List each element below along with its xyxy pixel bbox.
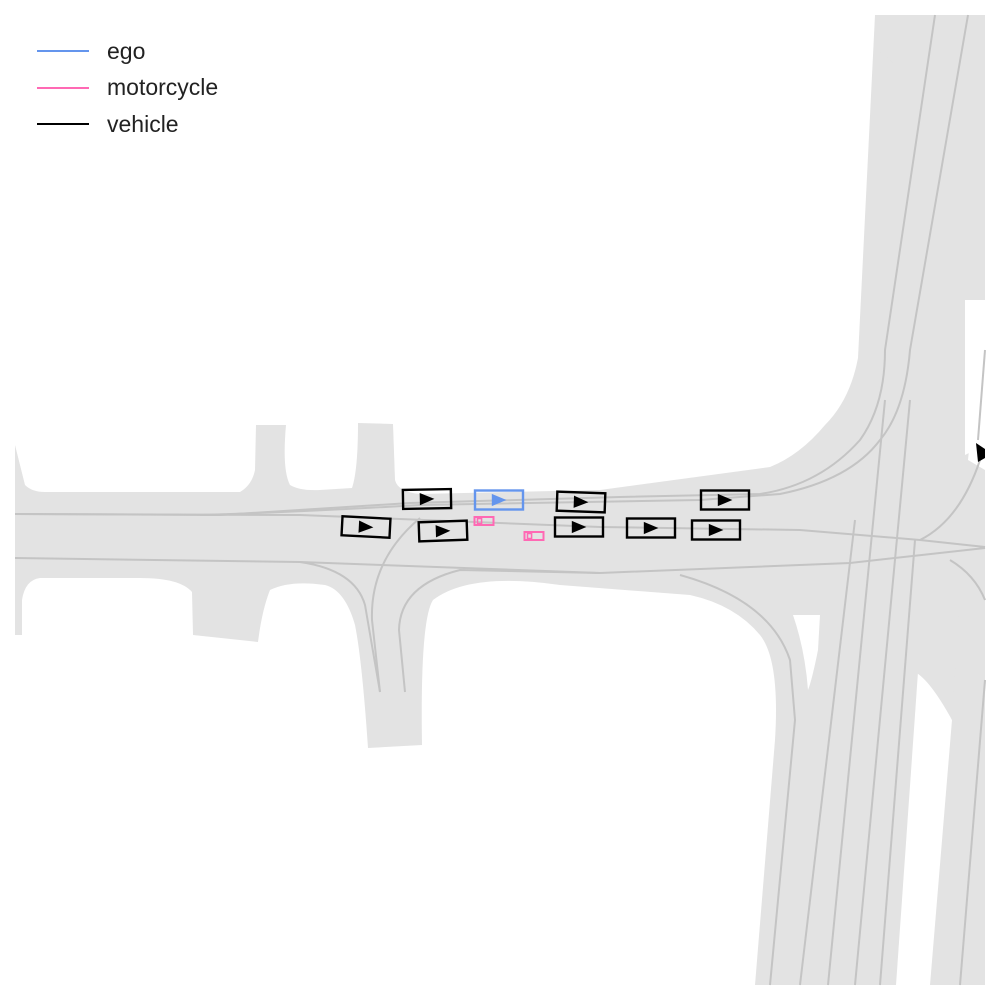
legend-item-motorcycle: motorcycle — [37, 70, 218, 107]
vehicle-agent — [690, 519, 742, 541]
vehicle-heading-arrow — [419, 493, 435, 506]
vehicle-box — [625, 517, 677, 539]
ego-heading-arrow — [491, 493, 507, 507]
vehicle-box — [401, 487, 453, 511]
motorcycle-agent — [473, 516, 495, 526]
vehicle-box — [553, 516, 605, 538]
lane-lines — [14, 14, 986, 986]
vehicle-agent — [699, 489, 751, 511]
ne-island — [860, 50, 905, 400]
non-road-areas — [793, 50, 985, 720]
east-ramp-gap — [915, 590, 960, 720]
vehicle-heading-arrow — [571, 520, 587, 534]
vehicle-heading-arrow — [717, 493, 733, 507]
vehicle-heading-arrow — [643, 521, 659, 535]
vehicle-box — [555, 490, 607, 514]
vehicle-box — [699, 489, 751, 511]
legend-label-motorcycle: motorcycle — [107, 74, 219, 101]
legend-label-vehicle: vehicle — [107, 110, 179, 137]
vehicle-agent — [555, 490, 607, 514]
ego-box — [473, 489, 525, 511]
agents-layer — [340, 443, 985, 543]
vehicle-heading-arrow-edge — [976, 443, 985, 462]
small-island-se — [793, 615, 820, 690]
vehicle-heading-arrow — [435, 525, 451, 538]
vehicle-agent — [553, 516, 605, 538]
ego-agent — [473, 489, 525, 511]
island-between-ramps — [965, 300, 985, 455]
legend: ego motorcycle vehicle — [37, 33, 218, 143]
motorcycle-box — [523, 531, 545, 541]
vehicle-agent — [417, 519, 469, 543]
vehicle-box — [340, 514, 392, 540]
legend-item-vehicle: vehicle — [37, 106, 218, 143]
vehicle-agent — [625, 517, 677, 539]
vehicle-agent — [340, 514, 392, 540]
motorcycle-heading-arrow — [526, 532, 533, 540]
motorcycle-agent — [523, 531, 545, 541]
vehicle-heading-arrow — [708, 523, 724, 537]
legend-swatch-ego — [37, 50, 89, 53]
vehicle-heading-arrow — [358, 520, 374, 533]
legend-item-ego: ego — [37, 33, 218, 70]
vehicle-heading-arrow — [573, 495, 589, 508]
vehicle-agent — [401, 487, 453, 511]
vehicle-box — [690, 519, 742, 541]
motorcycle-box — [473, 516, 495, 526]
legend-swatch-vehicle — [37, 123, 89, 126]
legend-swatch-motorcycle — [37, 86, 89, 89]
motorcycle-heading-arrow — [476, 517, 483, 525]
vehicle-box — [417, 519, 469, 543]
legend-label-ego: ego — [107, 37, 146, 64]
